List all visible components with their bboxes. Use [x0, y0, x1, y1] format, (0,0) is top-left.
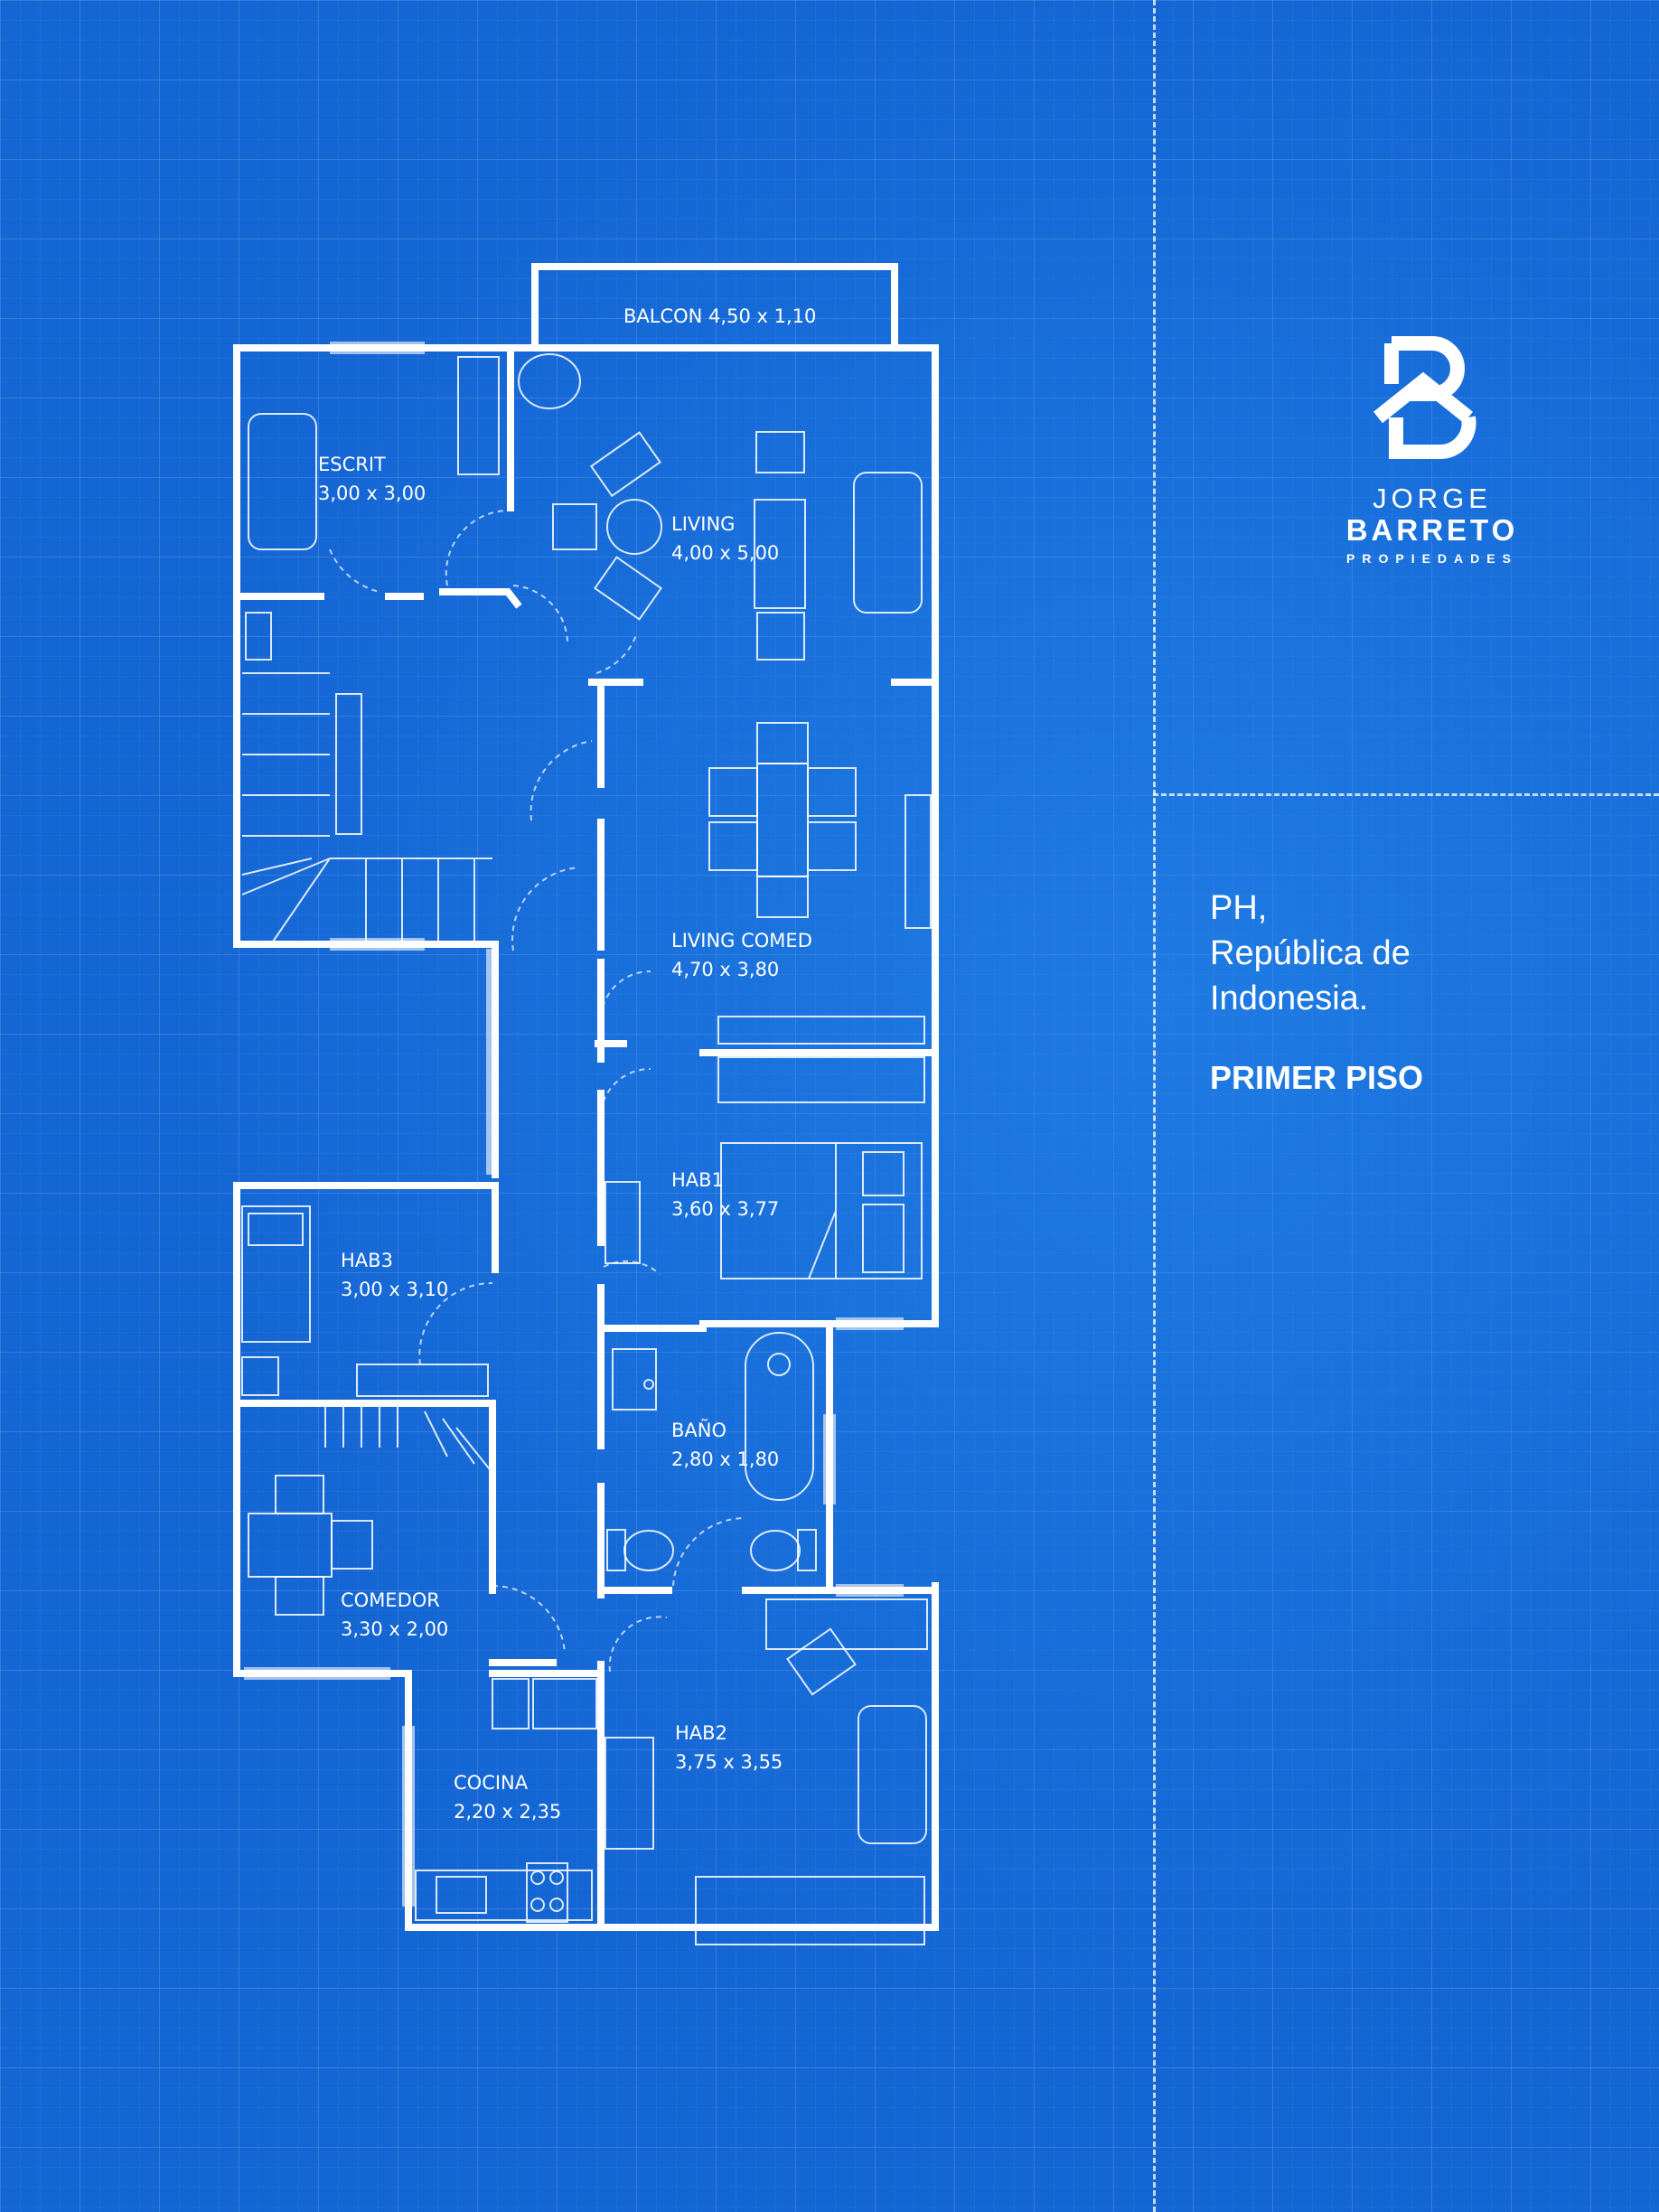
room-dims-comedor: 3,30 x 2,00: [341, 1618, 448, 1640]
chair-icon: [589, 431, 661, 498]
property-info: PH, República de Indonesia. PRIMER PISO: [1210, 886, 1423, 1097]
room-name-comedor: COMEDOR: [341, 1589, 440, 1611]
pillow-icon: [862, 1151, 904, 1196]
dining-table-icon: [248, 1513, 333, 1578]
counter-icon: [532, 1678, 597, 1729]
stove-icon: [526, 1862, 568, 1923]
logo-text-barreto: BARRETO: [1345, 513, 1519, 547]
desk-icon: [765, 1598, 928, 1650]
stairs-icon: [330, 858, 492, 944]
toilet-icon: [623, 1530, 674, 1571]
room-name-escrit: ESCRIT: [318, 454, 386, 475]
chair-icon: [786, 1627, 857, 1696]
room-dims-hab2: 3,75 x 3,55: [675, 1751, 783, 1773]
shelf-icon: [245, 612, 272, 661]
sofa-icon: [858, 1705, 927, 1844]
chair-icon: [807, 821, 857, 871]
pillow-icon: [248, 1213, 304, 1246]
bed-icon: [720, 1142, 923, 1279]
chair-icon: [807, 767, 857, 817]
chair-icon: [552, 503, 597, 550]
room-dims-hab1: 3,60 x 3,77: [671, 1198, 779, 1220]
bed-icon: [695, 1876, 925, 1945]
chair-icon: [756, 722, 809, 764]
logo-text-propiedades: PROPIEDADES: [1346, 551, 1518, 566]
room-name-hab2: HAB2: [675, 1722, 727, 1744]
room-name-hab3: HAB3: [341, 1250, 393, 1271]
room-name-living-comed: LIVING COMED: [671, 930, 812, 951]
shelf-icon: [335, 693, 362, 835]
furniture: [241, 353, 932, 1945]
room-dims-bano: 2,80 x 1,80: [671, 1448, 779, 1470]
logo-text-jorge: JORGE: [1373, 483, 1492, 514]
property-type: PH,: [1210, 889, 1268, 927]
horizontal-divider: [1153, 793, 1659, 796]
nightstand-icon: [241, 1356, 279, 1396]
cabinet-icon: [904, 794, 932, 929]
wall: [233, 1182, 499, 1273]
sink-icon: [612, 1348, 657, 1411]
table-icon: [754, 499, 806, 609]
chair-icon: [708, 821, 758, 871]
room-dims-escrit: 3,00 x 3,00: [318, 483, 426, 504]
company-logo: JORGE BARRETO PROPIEDADES: [1315, 334, 1550, 566]
room-name-bano: BAÑO: [671, 1418, 726, 1441]
counter-icon: [415, 1870, 593, 1921]
toilet-tank-icon: [606, 1529, 626, 1571]
room-dims-hab3: 3,00 x 3,10: [341, 1279, 448, 1300]
windows: [244, 342, 904, 1907]
wall: [439, 588, 522, 609]
cabinet-icon: [717, 1056, 925, 1103]
wall: [233, 344, 499, 948]
stairs-icon: [324, 1404, 493, 1474]
sofa-icon: [248, 413, 317, 550]
stairs-icon: [241, 858, 331, 945]
chair-icon: [331, 1520, 373, 1570]
sink-icon: [436, 1876, 487, 1914]
toilet-icon: [750, 1530, 801, 1571]
room-name-living: LIVING: [671, 513, 735, 535]
room-name-hab1: HAB1: [671, 1169, 724, 1191]
cabinet-icon: [356, 1364, 489, 1397]
room-dims-living: 4,00 x 5,00: [671, 542, 779, 564]
chair-icon: [708, 767, 758, 817]
chair-icon: [275, 1576, 324, 1616]
dining-table-icon: [756, 763, 809, 877]
cabinet-icon: [457, 356, 500, 475]
property-address-line1: República de: [1210, 934, 1411, 972]
cabinet-icon: [605, 1737, 654, 1850]
vertical-divider: [1153, 0, 1156, 2212]
pillow-icon: [862, 1204, 904, 1273]
coffee-table-icon: [606, 499, 662, 555]
chair-icon: [755, 431, 805, 473]
room-dims-cocina: 2,20 x 2,35: [454, 1801, 561, 1823]
room-labels: BALCON 4,50 x 1,10 ESCRIT 3,00 x 3,00 LI…: [318, 305, 816, 1823]
room-dims-living-comed: 4,70 x 3,80: [671, 959, 779, 980]
nightstand-icon: [605, 1181, 641, 1264]
house-b-logo-icon: [1373, 336, 1476, 459]
fridge-icon: [492, 1678, 530, 1729]
bed-sheet-icon: [808, 1143, 837, 1279]
sofa-icon: [853, 472, 923, 614]
floor-title: PRIMER PISO: [1210, 1059, 1424, 1096]
room-label-balcon: BALCON 4,50 x 1,10: [623, 305, 816, 327]
toilet-tank-icon: [797, 1529, 817, 1571]
chair-icon: [756, 876, 809, 918]
stairs-icon: [242, 672, 330, 837]
chair-icon: [593, 556, 663, 621]
property-address-line2: Indonesia.: [1210, 979, 1369, 1017]
wall: [531, 263, 898, 347]
bathtub-icon: [745, 1332, 814, 1501]
cabinet-icon: [717, 1016, 925, 1045]
door-swings: [329, 510, 746, 1673]
armchair-icon: [518, 353, 581, 409]
chair-icon: [756, 612, 805, 661]
chair-icon: [275, 1475, 324, 1514]
bed-icon: [241, 1205, 311, 1343]
room-name-cocina: COCINA: [454, 1772, 529, 1794]
